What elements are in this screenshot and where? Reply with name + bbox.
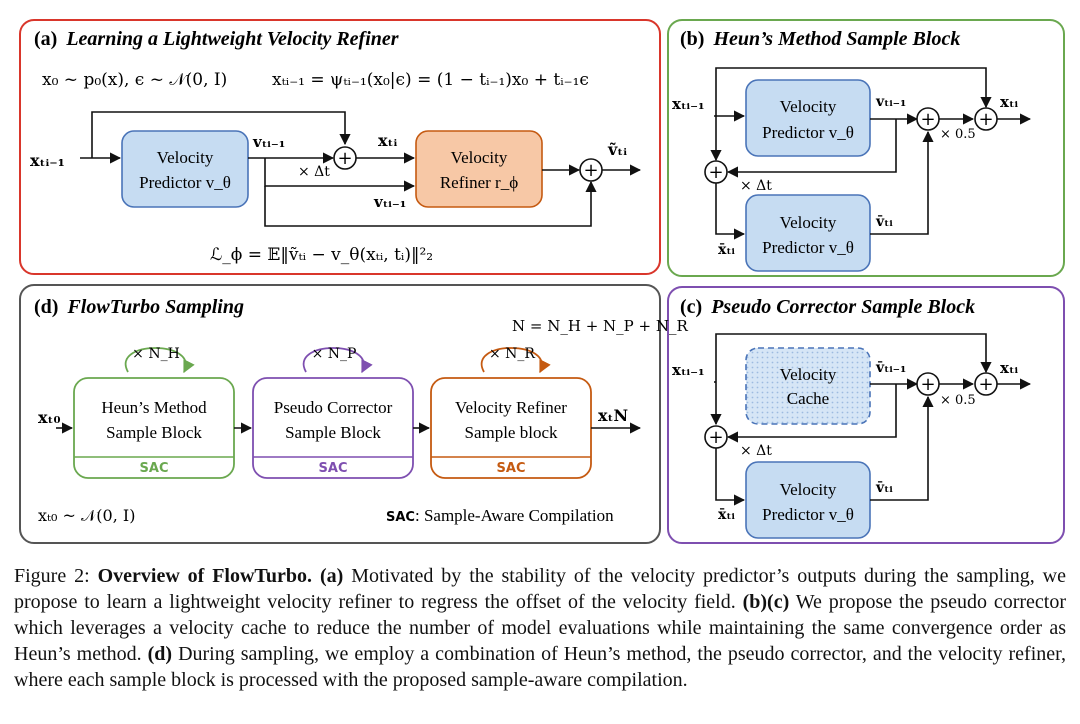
panel-a-loss-eq: ℒ_ϕ = 𝔼‖ṽₜᵢ − v_θ(xₜᵢ, tᵢ)‖²₂ xyxy=(210,245,433,265)
panel-c-pred-line2: Predictor v_θ xyxy=(762,505,854,524)
panel-d-block3-sac-tag: SAC xyxy=(497,461,526,476)
panel-a-title-text: Learning a Lightweight Velocity Refiner xyxy=(65,28,398,50)
panel-a-velocity-refiner xyxy=(415,130,543,208)
panel-a-dt-label: × Δt xyxy=(298,164,330,180)
panel-d-prior: xₜ₀ ~ 𝒩(0, I) xyxy=(38,506,135,525)
panel-a-border xyxy=(19,19,661,275)
panel-b-title-text: Heun’s Method Sample Block xyxy=(712,28,960,50)
panel-b-half-label: × 0.5 xyxy=(940,127,976,142)
plus-icon: + xyxy=(337,148,352,169)
panel-b-label: (b) xyxy=(680,28,704,50)
panel-a-predictor-line1: Velocity xyxy=(157,148,214,167)
panel-c-half-label: × 0.5 xyxy=(940,393,976,408)
panel-d-sac-note-rest: : Sample-Aware Compilation xyxy=(415,506,614,525)
panel-b-v-label: vₜᵢ₋₁ xyxy=(875,94,906,110)
caption-prefix: Figure 2: xyxy=(14,565,98,587)
plus-icon: + xyxy=(583,160,598,181)
caption-d-text: During sampling, we employ a combination… xyxy=(14,643,1066,691)
panel-d-output-label: xₜN xyxy=(598,406,628,425)
panel-d-block1-line1: Heun’s Method xyxy=(101,398,207,417)
panel-d-sac-note-bold: SAC xyxy=(386,510,415,525)
panel-d-n-equation: N = N_H + N_P + N_R xyxy=(512,317,688,335)
panel-d-block1-repeat: × N_H xyxy=(132,346,180,362)
panel-c-title-text: Pseudo Corrector Sample Block xyxy=(710,296,975,318)
panel-c-output-label: xₜᵢ xyxy=(1000,359,1019,377)
plus-icon: + xyxy=(920,109,935,130)
panel-a-path-eq: xₜᵢ₋₁ = ψₜᵢ₋₁(x₀|ϵ) = (1 − tᵢ₋₁)x₀ + tᵢ₋… xyxy=(272,70,589,90)
panel-c-input-label: xₜᵢ₋₁ xyxy=(672,361,705,379)
plus-icon: + xyxy=(978,109,993,130)
panel-d-block1-sac-tag: SAC xyxy=(140,461,169,476)
panel-d-block3-repeat: × N_R xyxy=(489,346,535,362)
plus-icon: + xyxy=(708,162,723,183)
panel-a: (a) Learning a Lightweight Velocity Refi… xyxy=(19,19,661,275)
panel-d-title: (d) FlowTurbo Sampling xyxy=(34,296,244,318)
panel-b-output-label: xₜᵢ xyxy=(1000,93,1019,111)
caption-d-label: (d) xyxy=(147,643,173,665)
panel-b-dt-label: × Δt xyxy=(740,178,772,194)
panel-c-velocity-cache xyxy=(745,347,871,425)
caption-a-label: (a) xyxy=(319,565,344,587)
figure-caption: Figure 2: Overview of FlowTurbo. (a) Mot… xyxy=(14,563,1066,693)
panel-d-block3-line2: Sample block xyxy=(464,423,558,442)
panel-c-xbar-label: x̄ₜᵢ xyxy=(718,507,736,523)
panel-b-velocity-predictor-1 xyxy=(745,79,871,157)
panel-a-v-label: vₜᵢ₋₁ xyxy=(252,133,285,151)
caption-title: Overview of FlowTurbo. xyxy=(97,565,313,587)
plus-icon: + xyxy=(920,374,935,395)
panel-a-x-label: xₜᵢ xyxy=(378,131,397,150)
flowturbo-overview-figure: (a) Learning a Lightweight Velocity Refi… xyxy=(19,19,1065,544)
plus-icon: + xyxy=(708,427,723,448)
panel-b: (b) Heun’s Method Sample Block xₜᵢ₋₁ Vel… xyxy=(667,19,1065,277)
panel-c: (c) Pseudo Corrector Sample Block xₜᵢ₋₁ … xyxy=(667,286,1065,544)
panel-a-v-label-2: vₜᵢ₋₁ xyxy=(373,193,406,211)
panel-d: (d) FlowTurbo Sampling N = N_H + N_P + N… xyxy=(19,284,688,544)
panel-a-velocity-predictor xyxy=(121,130,249,208)
panel-d-block3-line1: Velocity Refiner xyxy=(455,398,567,417)
panel-d-block2-line1: Pseudo Corrector xyxy=(274,398,393,417)
panel-c-dt-label: × Δt xyxy=(740,443,772,459)
panel-c-vbar-prev-label: v̄ₜᵢ₋₁ xyxy=(875,360,906,376)
panel-b-border xyxy=(667,19,1065,277)
panel-a-refiner-line2: Refiner r_ϕ xyxy=(440,173,518,192)
panel-d-title-text: FlowTurbo Sampling xyxy=(66,296,244,318)
panel-a-prior-eq: x₀ ~ p₀(x), ϵ ~ 𝒩(0, I) xyxy=(42,70,227,90)
panel-b-vbar-label: v̄ₜᵢ xyxy=(875,214,893,230)
panel-a-refiner-line1: Velocity xyxy=(451,148,508,167)
caption-bc-label: (b)(c) xyxy=(742,591,790,613)
panel-b-pred1-line2: Predictor v_θ xyxy=(762,123,854,142)
panel-c-cache-line2: Cache xyxy=(787,389,829,408)
panel-d-sac-note: SAC: Sample-Aware Compilation xyxy=(386,506,614,525)
panel-c-cache-line1: Velocity xyxy=(780,365,837,384)
panel-a-input-label: xₜᵢ₋₁ xyxy=(30,151,65,170)
panel-d-block2-sac-tag: SAC xyxy=(319,461,348,476)
plus-icon: + xyxy=(978,374,993,395)
panel-b-title: (b) Heun’s Method Sample Block xyxy=(680,28,960,50)
panel-c-label: (c) xyxy=(680,296,702,318)
panel-b-input-label: xₜᵢ₋₁ xyxy=(672,95,705,113)
panel-a-title: (a) Learning a Lightweight Velocity Refi… xyxy=(34,28,399,50)
panel-c-pred-line1: Velocity xyxy=(780,480,837,499)
panel-b-pred2-line2: Predictor v_θ xyxy=(762,238,854,257)
panel-d-block1-line2: Sample Block xyxy=(106,423,202,442)
panel-b-pred2-line1: Velocity xyxy=(780,213,837,232)
panel-b-xbar-label: x̄ₜᵢ xyxy=(718,242,736,258)
panel-d-border xyxy=(19,284,661,544)
panel-b-velocity-predictor-2 xyxy=(745,194,871,272)
panel-a-label: (a) xyxy=(34,28,57,50)
panel-a-predictor-line2: Predictor v_θ xyxy=(139,173,231,192)
panel-d-block2-line2: Sample Block xyxy=(285,423,381,442)
caption-bc-text: We propose the pseudo corrector which le… xyxy=(14,591,1066,665)
panel-c-velocity-predictor xyxy=(745,461,871,539)
panel-d-label: (d) xyxy=(34,296,58,318)
panel-d-block2-repeat: × N_P xyxy=(312,346,357,362)
panel-b-pred1-line1: Velocity xyxy=(780,97,837,116)
panel-d-input-label: xₜ₀ xyxy=(38,408,60,427)
panel-c-vbar-label: v̄ₜᵢ xyxy=(875,480,893,496)
panel-a-output-label: ṽₜᵢ xyxy=(607,140,627,159)
caption-a-text: Motivated by the stability of the veloci… xyxy=(14,565,1066,613)
panel-c-title: (c) Pseudo Corrector Sample Block xyxy=(680,296,975,318)
panel-c-border xyxy=(667,286,1065,544)
